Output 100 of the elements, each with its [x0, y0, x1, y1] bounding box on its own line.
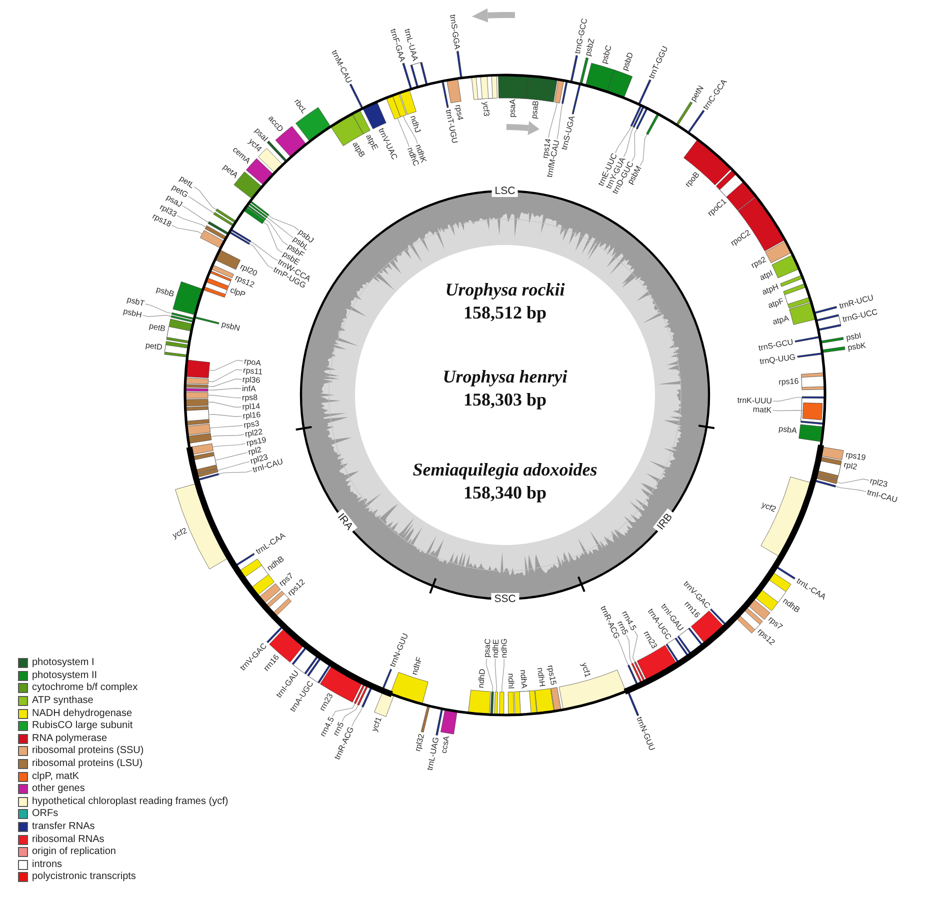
leader-line [263, 222, 283, 254]
legend-label: transfer RNAs [32, 821, 95, 834]
gene-label: psbK [847, 340, 866, 352]
gene-bar [170, 315, 193, 322]
leader-line [614, 126, 632, 154]
gene-label: ndhD [476, 668, 487, 688]
legend-label: polycistronic transcripts [32, 871, 136, 884]
gene-label: rpl2 [843, 460, 858, 472]
gene-label: psaA [508, 98, 518, 118]
gene-bar [186, 378, 209, 384]
gene-bar [230, 232, 250, 245]
gene-bar [822, 346, 846, 353]
leader-line [332, 703, 356, 718]
gene-bar [190, 443, 214, 455]
gene-bar [627, 690, 640, 716]
legend-label: NADH dehydrogenase [32, 708, 132, 720]
gene-label: atpF [766, 296, 785, 310]
gene-label: psbT [126, 295, 146, 308]
gene-bar [676, 102, 693, 126]
gene-label: ndhI [506, 673, 516, 690]
leader-line [188, 196, 214, 214]
gene-label: ycf2 [760, 500, 778, 514]
leader-line [265, 219, 288, 246]
gene-bar [352, 110, 370, 134]
gene-label: rps8 [242, 393, 258, 402]
gene-label: ccsA [439, 735, 452, 754]
gene-bar [231, 229, 252, 242]
gene-bar [213, 212, 234, 226]
gene-label: psaB [530, 100, 540, 120]
gene-bar [208, 221, 228, 235]
gene-label: trnS-UGA [560, 114, 577, 151]
gene-label: clpP [228, 285, 247, 300]
gene-bar [382, 668, 392, 690]
gene-bar [636, 108, 648, 130]
gene-bar [440, 710, 458, 734]
gene-bar [800, 396, 824, 425]
gene-label: rps11 [242, 366, 263, 377]
gene-bar [362, 102, 386, 130]
gene-bar [442, 82, 449, 108]
species-name: Urophysa henryi [442, 366, 568, 388]
gene-bar [572, 84, 581, 114]
gene-bar [171, 312, 194, 320]
genome-size: 158,340 bp [463, 482, 547, 504]
legend-label: hypothetical chloroplast reading frames (ycf) [32, 796, 228, 808]
legend-label: introns [32, 858, 62, 871]
gene-bar [186, 384, 208, 388]
gene-label: trnI-CAU [866, 488, 898, 504]
gene-label: trnS-GGA [448, 14, 462, 50]
gene-bar [814, 474, 838, 484]
leader-line [212, 443, 246, 448]
gene-bar [386, 96, 401, 120]
gene-label: ndhE [490, 638, 501, 658]
gene-bar [357, 684, 368, 706]
leader-line [486, 658, 494, 692]
gene-bar [798, 424, 823, 442]
gene-bar [632, 106, 644, 128]
gene-bar [468, 690, 491, 714]
gene-label: rps15 [546, 664, 558, 686]
gene-bar [186, 398, 208, 406]
genome-size: 158,303 bp [463, 390, 547, 410]
gene-label: atpE [364, 132, 380, 152]
gene-bar [646, 114, 659, 135]
gene-label: matK [752, 404, 772, 415]
gene-label: ndhH [535, 667, 547, 688]
gene-bar [780, 275, 802, 287]
gene-bar [197, 473, 220, 481]
gene-label: rpl2 [247, 445, 262, 457]
gene-bar [204, 225, 226, 240]
gene-label: rps19 [845, 450, 866, 462]
leader-line [208, 378, 242, 387]
leader-line [210, 424, 244, 428]
leader-line [194, 186, 217, 210]
legend-label: photosystem II [32, 670, 98, 682]
gene-bar [580, 57, 589, 84]
gene-label: ycf1 [370, 716, 384, 733]
gene-bar [400, 90, 416, 115]
gene-bar [789, 302, 816, 325]
gene-bar [684, 140, 731, 186]
gene-bar [410, 62, 428, 87]
gene-label: rpl14 [242, 402, 260, 412]
gene-label: ndhG [500, 638, 509, 658]
gene-bar [216, 208, 236, 223]
legend-label: ATP synthase [32, 695, 94, 708]
gene-bar [688, 110, 705, 133]
gene-label: psbZ [583, 38, 596, 57]
gene-bar [244, 207, 265, 224]
gene-bar [710, 608, 727, 626]
gene-bar [550, 687, 562, 710]
gene-label: psbC [600, 44, 614, 65]
gene-label: trnG-UCC [842, 307, 878, 324]
gene-bar [192, 452, 218, 474]
gene-label: atpH [760, 282, 780, 297]
gene-bar [196, 468, 218, 478]
leader-line [494, 658, 497, 692]
leader-line [218, 470, 252, 474]
leader-line [548, 102, 558, 138]
gene-bar [747, 598, 770, 620]
gene-bar [814, 306, 837, 314]
gene-label: psbB [155, 284, 176, 299]
legend-label: ribosomal proteins (SSU) [32, 745, 144, 758]
